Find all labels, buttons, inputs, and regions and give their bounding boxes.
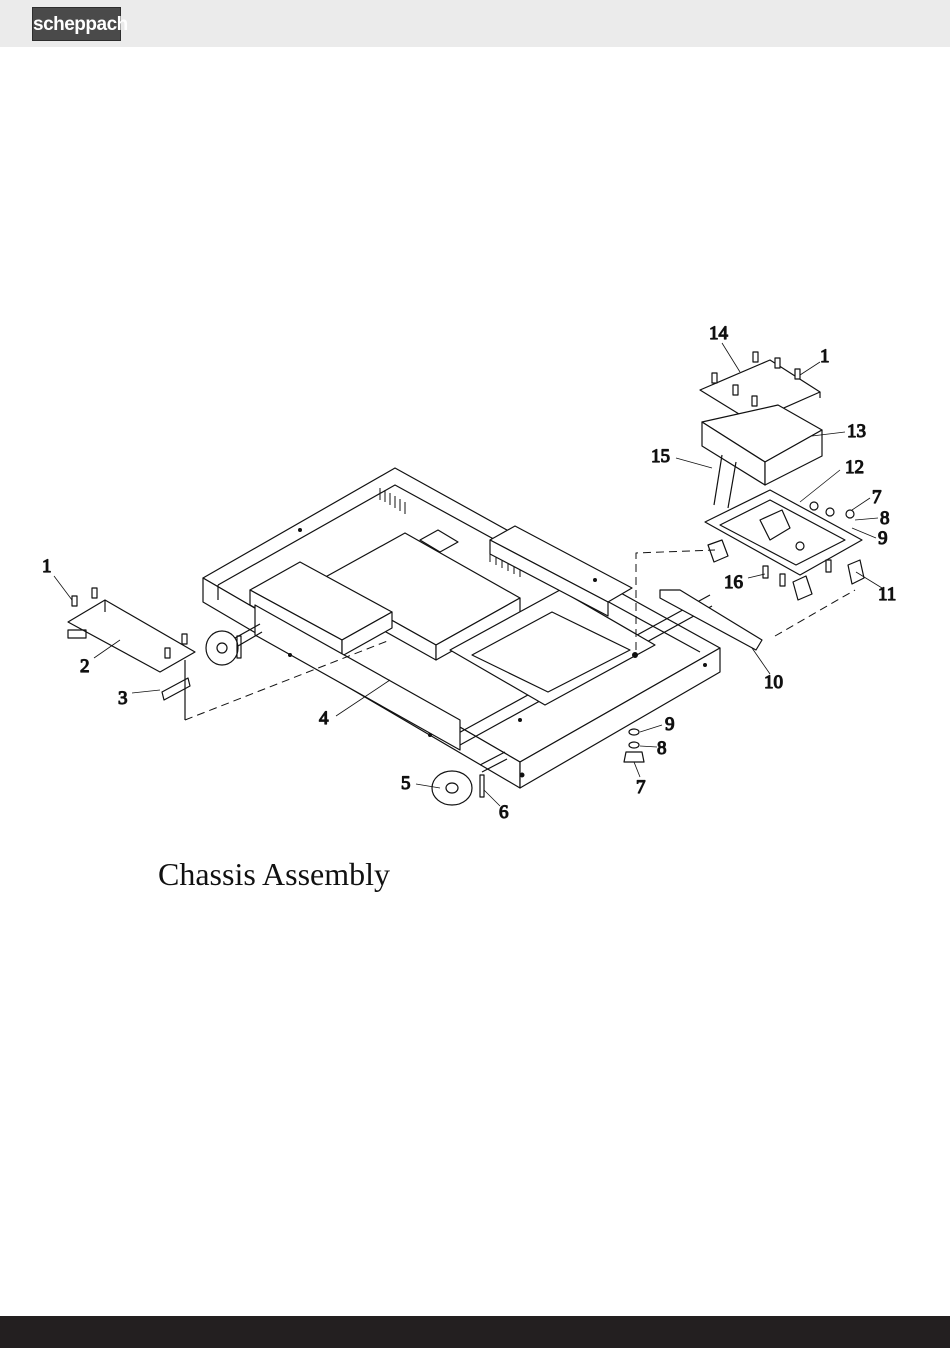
- callout-7-right: 7: [872, 487, 882, 508]
- callout-8-right: 8: [880, 508, 890, 529]
- header-bar: scheppach: [0, 0, 950, 47]
- callout-11: 11: [878, 584, 896, 605]
- motor-cover-box: [702, 405, 822, 508]
- callout-6: 6: [499, 802, 509, 823]
- chassis-frame: [203, 468, 720, 788]
- callout-1-left: 1: [42, 556, 52, 577]
- callout-9-bottom: 9: [665, 714, 675, 735]
- callout-10: 10: [764, 672, 783, 693]
- brand-logo: scheppach: [32, 7, 121, 41]
- callout-3: 3: [118, 688, 128, 709]
- footer-bar: [0, 1316, 950, 1348]
- callout-5: 5: [401, 773, 411, 794]
- callout-4: 4: [319, 708, 329, 729]
- callout-14: 14: [709, 323, 729, 344]
- nut-washer-stack: [624, 729, 644, 762]
- chassis-exploded-view: 14 1 13 15 12 7 8 9 16 11 10 1 2 3 4 5 6…: [0, 300, 950, 840]
- side-panel: [68, 588, 195, 720]
- callout-13: 13: [847, 421, 866, 442]
- callout-1-right: 1: [820, 346, 830, 367]
- callout-12: 12: [845, 457, 864, 478]
- callout-15: 15: [651, 446, 670, 467]
- callout-8-bottom: 8: [657, 738, 667, 759]
- figure-caption: Chassis Assembly: [158, 856, 390, 893]
- callout-7-bottom: 7: [636, 777, 646, 798]
- callout-16: 16: [724, 572, 743, 593]
- callout-2: 2: [80, 656, 90, 677]
- callout-9-right: 9: [878, 528, 888, 549]
